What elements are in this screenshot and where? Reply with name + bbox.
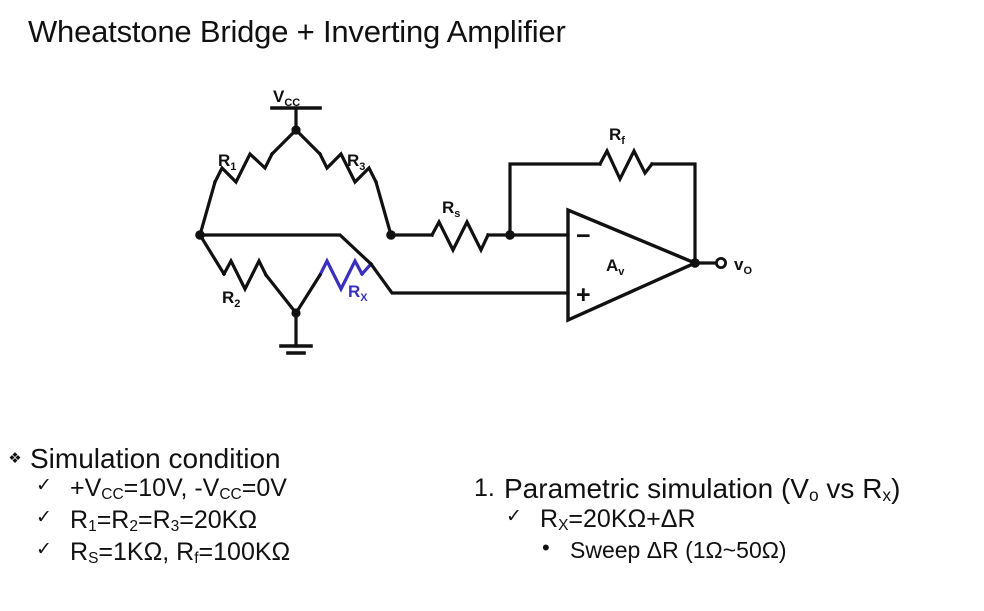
bullet-simulation-condition-label: Simulation condition bbox=[30, 443, 281, 474]
resistor-r3 bbox=[317, 151, 379, 185]
bullet-sweep-range-label: Sweep ΔR (1Ω~50Ω) bbox=[570, 537, 787, 564]
opamp-triangle bbox=[566, 207, 700, 323]
wire-feedback-right bbox=[650, 162, 697, 265]
wire-left-node-to-rx-node bbox=[198, 233, 374, 267]
circuit-schematic: VCC R1 R3 R2 RX Rs Rf − + Av bbox=[0, 78, 984, 378]
r2-label: R2 bbox=[222, 288, 240, 310]
bullet-parametric-simulation: 1. Parametric simulation (Vo vs Rx) bbox=[470, 473, 984, 506]
wire-r1-to-left-node bbox=[198, 180, 217, 237]
rf-label: Rf bbox=[609, 125, 625, 147]
check-icon: ✓ bbox=[36, 475, 52, 497]
bullet-simulation-condition: ❖ Simulation condition bbox=[0, 443, 470, 474]
node-vcc-apex bbox=[291, 125, 301, 135]
bullet-vcc-condition: ✓ +VCC=10V, -VCC=0V bbox=[0, 473, 470, 505]
check-icon: ✓ bbox=[36, 538, 52, 560]
opamp-noninverting-sign: + bbox=[576, 281, 591, 309]
check-icon: ✓ bbox=[36, 507, 52, 529]
bullet-bridge-resistors-label: R1=R2=R3=20KΩ bbox=[70, 506, 258, 535]
round-bullet-icon: • bbox=[542, 535, 550, 561]
bullet-bridge-resistors: ✓ R1=R2=R3=20KΩ bbox=[0, 505, 470, 537]
wire-left-node-to-r2 bbox=[197, 232, 227, 277]
rx-label: RX bbox=[348, 282, 368, 304]
node-bridge-left bbox=[195, 230, 205, 240]
r1-label: R1 bbox=[218, 151, 236, 173]
wire-apex-to-r3 bbox=[293, 127, 323, 157]
resistor-r2 bbox=[221, 257, 269, 293]
output-label: vO bbox=[734, 255, 752, 277]
wire-feedback-left bbox=[508, 162, 602, 237]
node-output bbox=[690, 258, 700, 268]
bullet-amp-resistors: ✓ RS=1KΩ, Rf=100KΩ bbox=[0, 537, 470, 569]
bullet-rx-definition-label: RX=20KΩ+ΔR bbox=[540, 505, 696, 535]
rs-label: Rs bbox=[442, 198, 460, 220]
resistor-rf bbox=[597, 147, 655, 183]
wire-r3-to-right-node bbox=[374, 180, 393, 237]
wire-rx-top bbox=[359, 261, 374, 277]
check-icon: ✓ bbox=[506, 506, 522, 528]
parametric-simulation-block: 1. Parametric simulation (Vo vs Rx) ✓ RX… bbox=[470, 474, 984, 565]
wire-r2-to-ground bbox=[263, 272, 299, 316]
resistor-r1 bbox=[212, 151, 275, 185]
bullet-parametric-simulation-label: Parametric simulation (Vo vs Rx) bbox=[504, 473, 901, 506]
bullet-vcc-condition-label: +VCC=10V, -VCC=0V bbox=[70, 474, 287, 504]
r3-label: R3 bbox=[347, 151, 365, 173]
wire-rx-to-ground bbox=[293, 272, 323, 316]
ordered-marker: 1. bbox=[474, 474, 495, 502]
simulation-condition-block: ❖ Simulation condition ✓ +VCC=10V, -VCC=… bbox=[0, 444, 470, 568]
resistor-rx bbox=[317, 257, 365, 293]
bullet-sweep-range: • Sweep ΔR (1Ω~50Ω) bbox=[470, 535, 984, 565]
node-ground bbox=[291, 308, 301, 318]
vcc-label: VCC bbox=[273, 87, 300, 109]
wire-rx-node-to-plus-input bbox=[368, 261, 570, 295]
bullet-amp-resistors-label: RS=1KΩ, Rf=100KΩ bbox=[70, 537, 291, 567]
page-title: Wheatstone Bridge + Inverting Amplifier bbox=[28, 14, 566, 49]
opamp-inverting-sign: − bbox=[576, 222, 591, 250]
bullet-rx-definition: ✓ RX=20KΩ+ΔR bbox=[470, 504, 984, 536]
diamond-bullet-icon: ❖ bbox=[8, 450, 22, 467]
resistor-rs bbox=[429, 218, 491, 254]
output-terminal bbox=[715, 256, 728, 269]
opamp-gain-label: Av bbox=[606, 256, 625, 278]
node-feedback-tap bbox=[505, 230, 515, 240]
wire-apex-to-r1 bbox=[269, 127, 299, 157]
node-bridge-right bbox=[386, 230, 396, 240]
